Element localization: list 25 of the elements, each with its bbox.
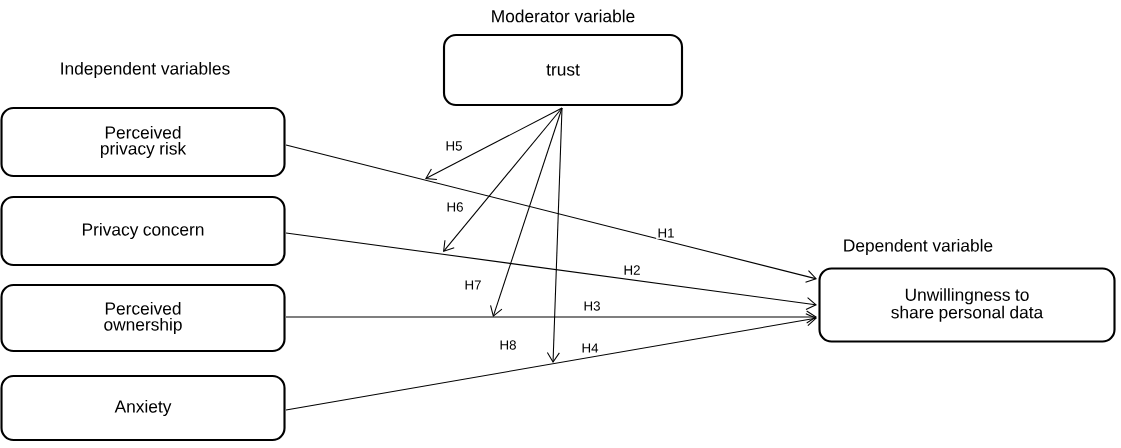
rounded-box: Perceived ownership bbox=[0, 283, 286, 353]
group-heading: Independent variables bbox=[61, 61, 230, 79]
arrow bbox=[285, 144, 817, 283]
edge-label: H6 bbox=[445, 200, 465, 214]
rounded-box: Privacy concern bbox=[0, 195, 286, 267]
edge-label: H1 bbox=[656, 227, 676, 239]
edge-label: H3 bbox=[582, 299, 602, 313]
arrow bbox=[285, 313, 817, 411]
edge-label: H2 bbox=[622, 264, 642, 276]
rounded-box: Perceived privacy risk bbox=[0, 106, 286, 178]
rounded-box: Anxiety bbox=[0, 374, 286, 442]
edge-label: H7 bbox=[463, 279, 483, 291]
rounded-box: Unwillingness to share personal data bbox=[818, 267, 1116, 343]
edge-label: H4 bbox=[580, 342, 600, 354]
edge-label: H8 bbox=[498, 338, 518, 352]
arrow bbox=[425, 107, 563, 181]
heading: Moderator variable bbox=[492, 9, 635, 23]
arrow bbox=[490, 107, 563, 317]
arrow bbox=[443, 107, 563, 252]
rounded-box: trust bbox=[442, 33, 684, 107]
edge-label: H5 bbox=[444, 140, 464, 152]
heading: Dependent variable bbox=[844, 238, 993, 256]
arrow bbox=[285, 310, 817, 324]
arrow bbox=[546, 107, 563, 363]
arrow bbox=[285, 232, 817, 311]
